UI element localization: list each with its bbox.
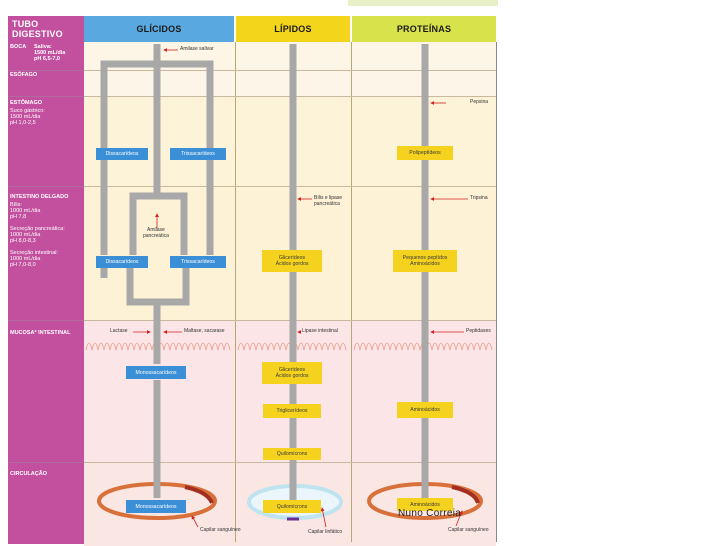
box-aminoacidos-1: Aminoácidos: [397, 402, 453, 418]
ann-capilar-linfatico: Capilar linfático: [308, 530, 342, 536]
box-dissacarideos-1: Dissacarídeos: [96, 148, 148, 160]
box-dissacarideos-2: Dissacarídeos: [96, 256, 148, 268]
box-trigliceridos: Triglicerídeos: [263, 404, 321, 418]
box-gliceridos-1: Glicerídeos Ácidos gordos: [262, 250, 322, 272]
watermark: Nuno Correia: [398, 508, 461, 519]
box-trissacarideos-1: Trissacarídeos: [170, 148, 226, 160]
vessel-dark-proteins: [452, 487, 478, 503]
ann-amilase-salivar: Amilase salivar: [180, 47, 214, 53]
ann-tripsina: Tripsina: [470, 196, 488, 202]
ann-capilar-sanguineo-2: Capilar sanguíneo: [448, 528, 489, 534]
box-quilomicrons-2: Quilomícrons: [263, 500, 321, 513]
ann-capilar-sanguineo-1: Capilar sanguíneo: [200, 528, 241, 534]
ann-maltase: Maltase, sacarase: [184, 329, 225, 335]
box-polipeptideos: Polipeptídeos: [397, 146, 453, 160]
ann-amilase-pancreatica: Amilase pancreática: [143, 228, 169, 239]
box-pequenos-peptidos: Pequenos peptídos Aminoácidos: [393, 250, 457, 272]
glucids-pipes: [104, 44, 210, 498]
box-monossacarideos-1: Monossacarídeos: [126, 366, 186, 379]
ann-lipase-intestinal: Lipase intestinal: [302, 329, 338, 335]
ann-bilis-lipase: Bílis e lipase pancreática: [314, 196, 342, 207]
box-quilomicrons-1: Quilomícrons: [263, 448, 321, 460]
box-trissacarideos-2: Trissacarídeos: [170, 256, 226, 268]
ann-peptidases: Peptidases: [466, 329, 491, 335]
box-gliceridos-2: Glicerídeos Ácidos gordos: [262, 362, 322, 384]
ann-pepsina: Pepsina: [470, 100, 488, 106]
ann-lactase: Lactase: [110, 329, 128, 335]
vessel-dark-glucids: [185, 487, 212, 503]
box-monossacarideos-2: Monossacarídeos: [126, 500, 186, 513]
